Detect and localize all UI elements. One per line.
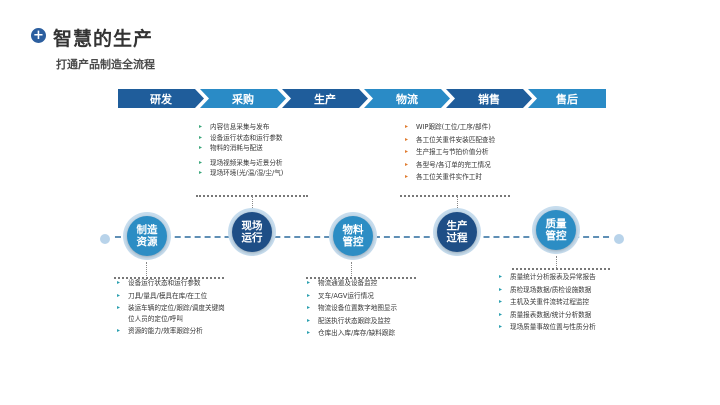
page-title: 智慧的生产 bbox=[53, 28, 154, 50]
list-item: ▸物流设备位置数字地图显示 bbox=[307, 304, 398, 313]
list-item: ▸现场视频采集与近景分析 bbox=[199, 158, 283, 167]
list-item: ▸叉车/AGV运行情况 bbox=[307, 291, 374, 300]
list-item: ▸资源的能力/效率跟踪分析 bbox=[117, 327, 203, 336]
list-item: ▸主机及关重件流转过程监控 bbox=[499, 298, 590, 307]
list-item: ▸刀具/量具/模具在库/在工位 bbox=[117, 291, 208, 300]
stage-production: 生产 bbox=[282, 89, 368, 108]
manufacturing-resources-list: ▸设备运行状态和运行参数 ▸刀具/量具/模具在库/在工位 ▸装运车辆的定位/跟踪… bbox=[116, 278, 225, 337]
list-item: ▸WIP跟踪(工位/工序/部件) bbox=[405, 123, 491, 131]
stage-aftersales: 售后 bbox=[528, 89, 606, 108]
list-item: ▸设备运行状态和运行参数 bbox=[199, 133, 283, 142]
stage-rnd: 研发 bbox=[118, 89, 204, 108]
list-item: 位人员的定位/呼叫 bbox=[128, 314, 183, 323]
node-production-process: 生产过程 bbox=[433, 208, 481, 256]
page-subtitle: 打通产品制造全流程 bbox=[56, 58, 155, 71]
list-item: ▸生产报工与节拍价值分析 bbox=[405, 148, 489, 157]
node-live-operation: 现场运行 bbox=[228, 208, 276, 256]
list-item: ▸现场质量事故位置与性质分析 bbox=[499, 323, 596, 332]
list-item: ▸各工位关重件实作工时 bbox=[405, 173, 482, 182]
production-process-list: ▸WIP跟踪(工位/工序/部件) ▸各工位关重件安装匹配查验 ▸生产报工与节拍价… bbox=[404, 122, 495, 183]
list-item: ▸物流通道及设备监控 bbox=[307, 279, 378, 287]
list-item: ▸质量统计分析报表及异常报告 bbox=[499, 273, 596, 281]
list-item: ▸配送执行状态跟踪及监控 bbox=[307, 316, 391, 325]
node-manufacturing-resources: 制造资源 bbox=[123, 212, 171, 260]
divider bbox=[512, 268, 610, 270]
node-quality-control: 质量管控 bbox=[532, 206, 580, 254]
list-item: ▸质量报表数据/统计分析数据 bbox=[499, 310, 592, 319]
list-item: ▸仓库出入库/库存/缺料跟踪 bbox=[307, 329, 395, 338]
node-material-control: 物料管控 bbox=[329, 212, 377, 260]
list-item: ▸现场环境(光/温/湿/尘/气) bbox=[199, 169, 284, 178]
flow-line-end bbox=[612, 232, 626, 246]
stage-logistics: 物流 bbox=[364, 89, 450, 108]
list-item: ▸各型号/各订单的完工情况 bbox=[405, 160, 491, 169]
connector bbox=[351, 262, 352, 276]
divider bbox=[306, 277, 416, 279]
list-item: ▸内容信息采集与发布 bbox=[199, 123, 270, 131]
list-item: ▸设备运行状态和运行参数 bbox=[117, 279, 201, 287]
quality-control-list: ▸质量统计分析报表及异常报告 ▸质检现场数据/质检设施数据 ▸主机及关重件流转过… bbox=[498, 272, 596, 333]
divider bbox=[114, 277, 224, 279]
list-item: ▸物料的消耗与配送 bbox=[199, 144, 263, 153]
list-item: ▸装运车辆的定位/跟踪/调度关键岗 bbox=[117, 304, 225, 313]
connector bbox=[457, 196, 458, 208]
plus-icon: + bbox=[31, 28, 46, 43]
material-control-list: ▸物流通道及设备监控 ▸叉车/AGV运行情况 ▸物流设备位置数字地图显示 ▸配送… bbox=[306, 278, 397, 339]
connector bbox=[556, 256, 557, 268]
connector bbox=[146, 262, 147, 276]
connector bbox=[252, 196, 253, 210]
list-item: ▸质检现场数据/质检设施数据 bbox=[499, 285, 592, 294]
live-operation-list: ▸内容信息采集与发布 ▸设备运行状态和运行参数 ▸物料的消耗与配送 ▸现场视频采… bbox=[198, 122, 283, 179]
list-item: ▸各工位关重件安装匹配查验 bbox=[405, 135, 496, 144]
stage-strip: 研发 采购 生产 物流 销售 售后 bbox=[118, 89, 606, 108]
divider bbox=[400, 195, 510, 197]
flow-line-start bbox=[98, 232, 112, 246]
stage-purchase: 采购 bbox=[200, 89, 286, 108]
stage-sales: 销售 bbox=[446, 89, 532, 108]
